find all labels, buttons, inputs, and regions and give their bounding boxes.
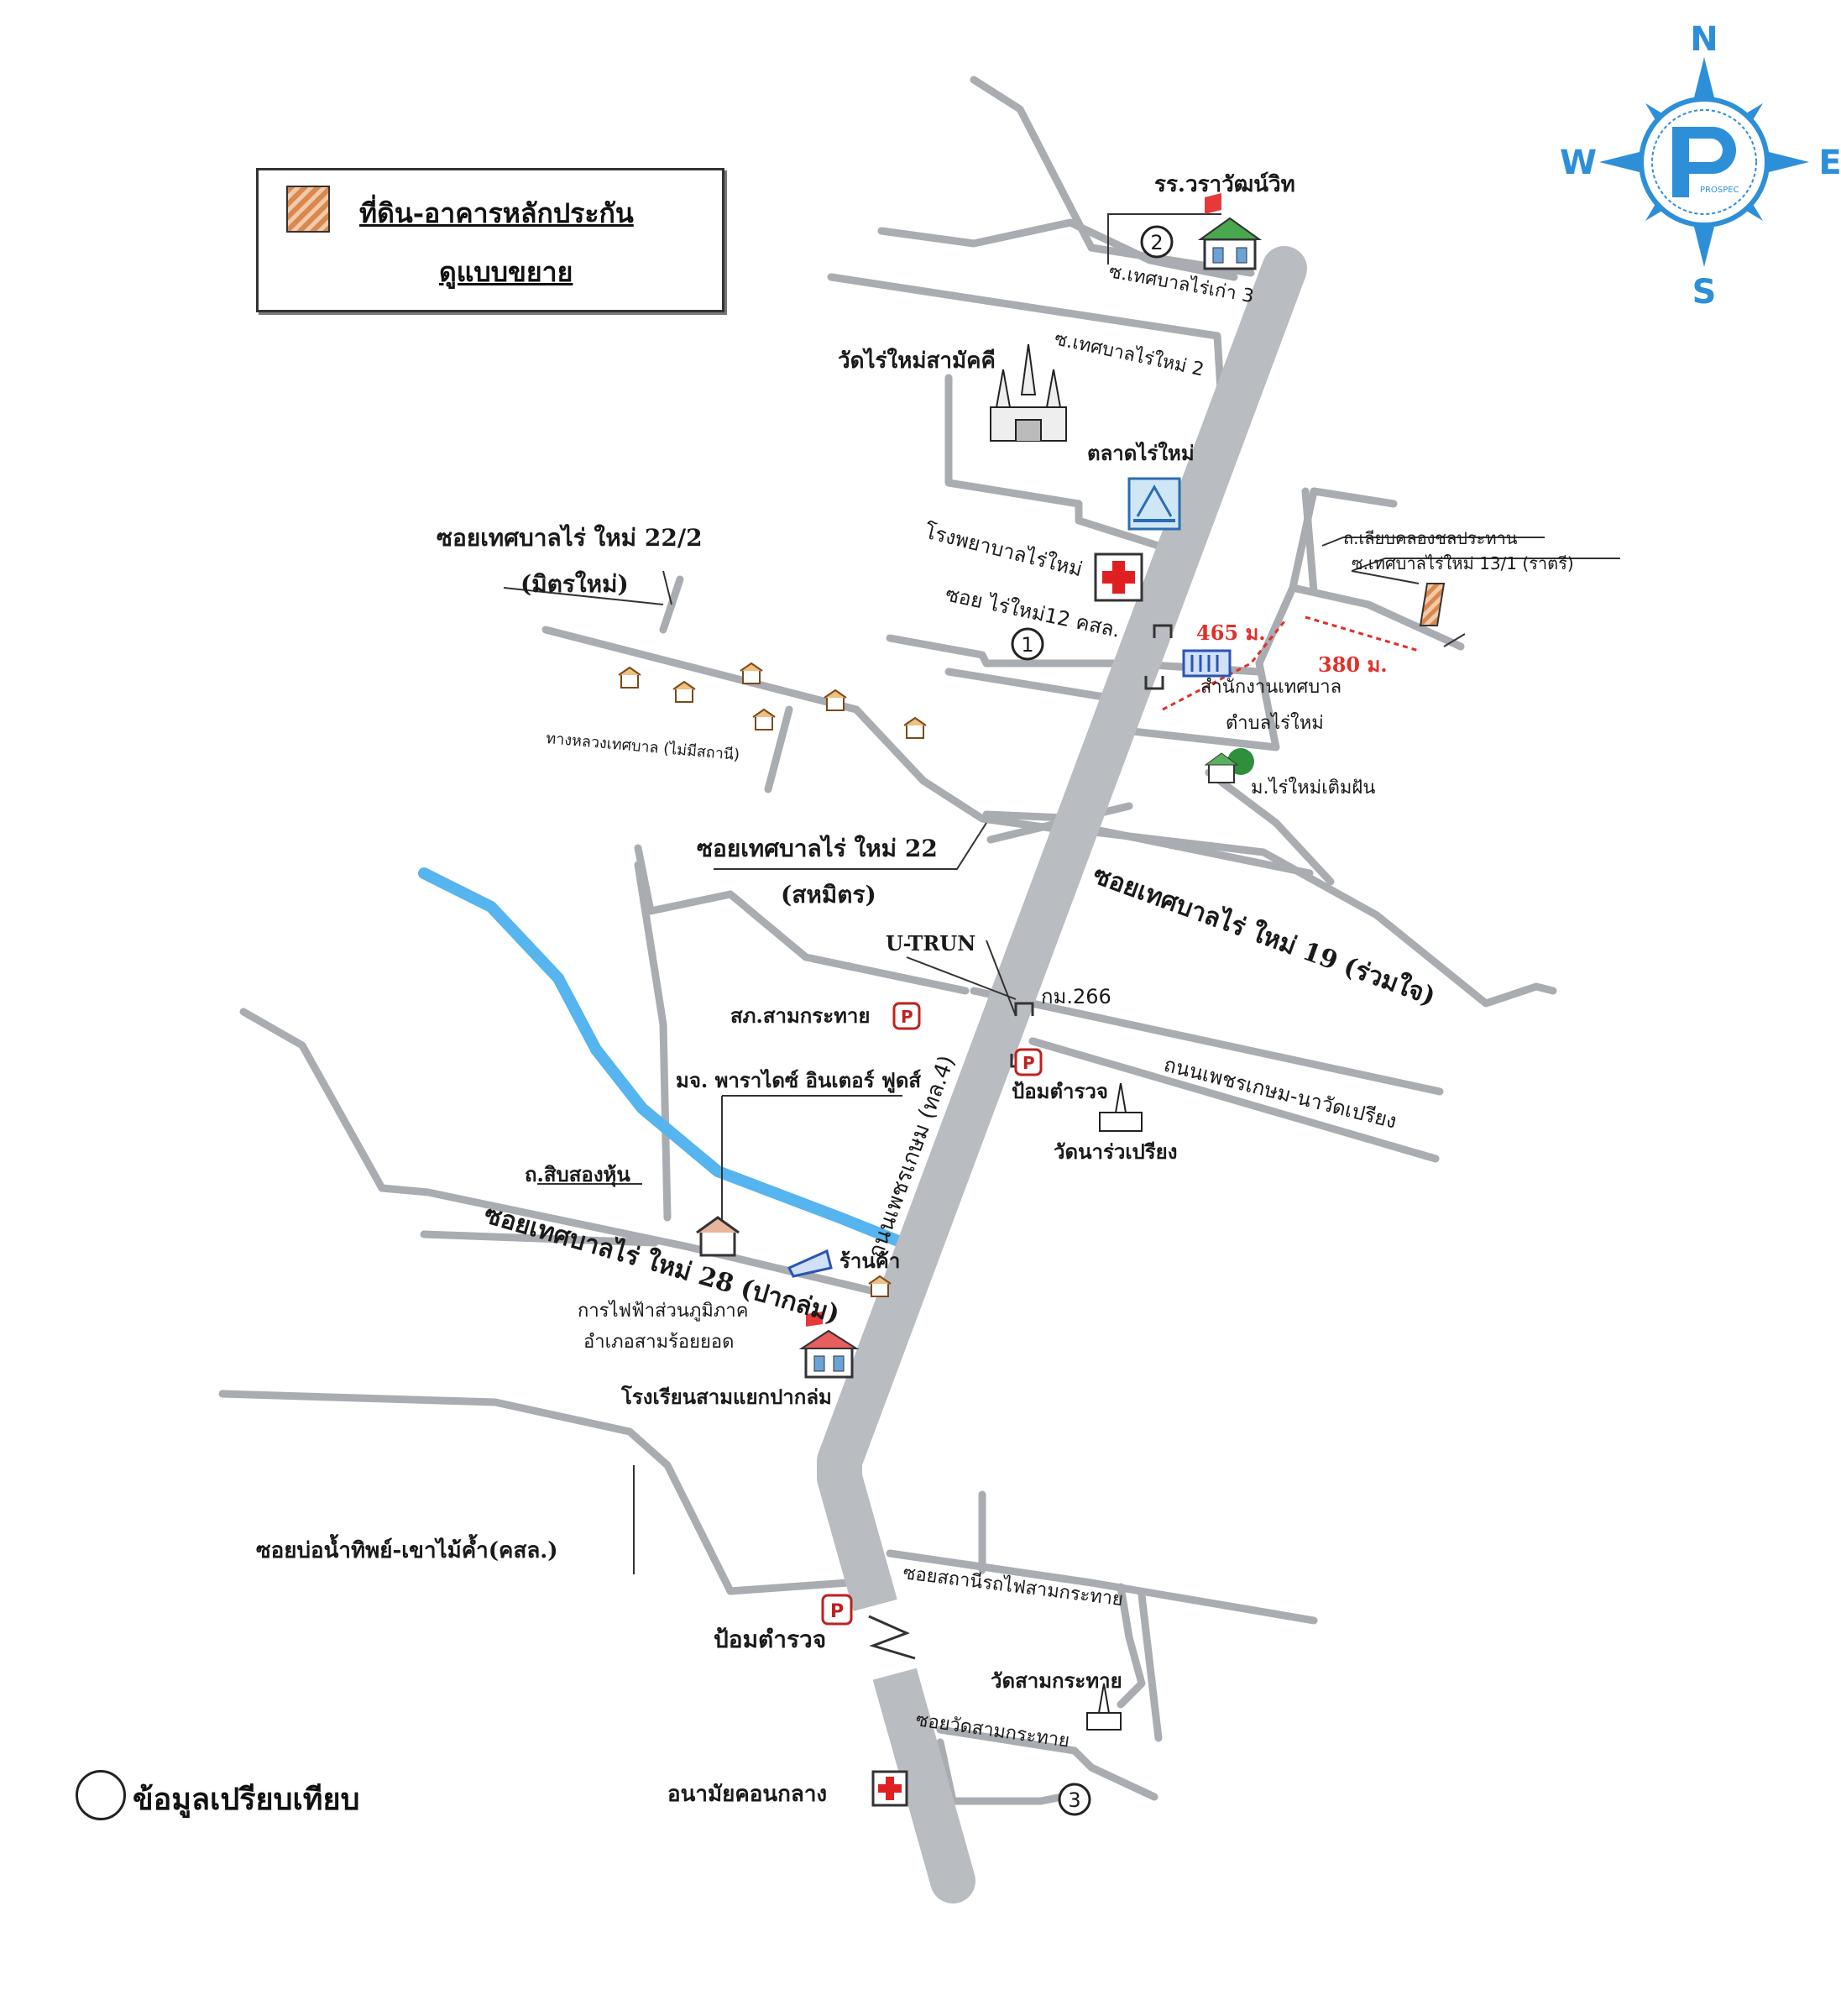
temple-icon bbox=[1086, 1683, 1122, 1731]
temple-icon bbox=[1099, 1082, 1143, 1132]
pea-icon bbox=[787, 1249, 833, 1278]
label-village: ม.ไร่ใหม่เติมฝัน bbox=[1251, 777, 1375, 799]
svg-text:P: P bbox=[901, 1007, 913, 1027]
svg-text:2: 2 bbox=[1150, 231, 1163, 254]
label-sibsong: ถ.สิบสองหุ้น bbox=[525, 1162, 630, 1188]
comparison-marker-3: 3 bbox=[1058, 1783, 1091, 1816]
svg-text:3: 3 bbox=[1068, 1788, 1080, 1812]
temple-icon bbox=[990, 343, 1067, 442]
svg-text:1: 1 bbox=[1021, 633, 1033, 657]
svg-text:P: P bbox=[1022, 1053, 1035, 1073]
label-soi-13-1: ซ.เทศบาลไร่ใหม่ 13/1 (ราตรี) bbox=[1352, 553, 1574, 573]
label-police-box: ป้อมตำรวจ bbox=[1012, 1079, 1108, 1103]
svg-text:S: S bbox=[1692, 273, 1717, 312]
main-road bbox=[817, 246, 1307, 1903]
police-icon: P P P bbox=[821, 1002, 1043, 1626]
label-soi-2: ซ.เทศบาลไร่ใหม่ 2 bbox=[1053, 327, 1206, 380]
label-soi-19: ซอยเทศบาลไร่ ใหม่ 19 (ร่วมใจ) bbox=[1089, 860, 1439, 1012]
label-police-samkratai: สภ.สามกระทาย bbox=[730, 1003, 870, 1028]
label-health-center: อนามัยคอนกลาง bbox=[667, 1782, 827, 1807]
svg-text:N: N bbox=[1690, 20, 1718, 59]
label-school-paklom: โรงเรียนสามแยกปากล่ม bbox=[620, 1385, 832, 1409]
label-dist-380: 380 ม. bbox=[1318, 652, 1388, 677]
house-icons bbox=[618, 662, 927, 1297]
label-temple-rai-mai: วัดไร่ใหม่สามัคคี bbox=[838, 347, 996, 374]
label-pea: การไฟฟ้าส่วนภูมิภาค bbox=[578, 1300, 748, 1322]
school-icon bbox=[798, 1312, 860, 1379]
market-icon bbox=[1127, 477, 1181, 531]
label-mitr-mai: (มิตรใหม่) bbox=[520, 570, 629, 598]
collateral-parcel-icon bbox=[1419, 583, 1446, 626]
label-municipal-office: สำนักงานเทศบาล bbox=[1200, 677, 1342, 698]
hospital-icon bbox=[871, 1770, 908, 1807]
label-uturn: U-TRUN bbox=[886, 931, 975, 956]
label-pea-district: อำเภอสามร้อยยอด bbox=[583, 1332, 734, 1353]
label-hospital: โรงพยาบาลไร่ใหม่ bbox=[923, 520, 1085, 582]
label-soi-bonam: ซอยบ่อน้ำทิพย์-เขาไม้ค้ำ(คสล.) bbox=[256, 1533, 558, 1563]
label-km266: กม.266 bbox=[1041, 985, 1111, 1008]
legend-subtitle: ดูแบบขยาย bbox=[439, 256, 573, 288]
label-tambon: ตำบลไร่ใหม่ bbox=[1226, 712, 1324, 734]
label-municipal-road: ทางหลวงเทศบาล (ไม่มีสถานี) bbox=[546, 729, 740, 764]
hospital-icon bbox=[1094, 552, 1143, 602]
map-labels: รร.วราวัฒน์วิท ซ.เทศบาลไร่เก่า 3 ซ.เทศบา… bbox=[256, 171, 1574, 1807]
label-sahamit: (สหมิตร) bbox=[781, 881, 876, 909]
river bbox=[418, 867, 908, 1249]
label-temple-samkratai: วัดสามกระทาย bbox=[991, 1668, 1122, 1693]
svg-text:E: E bbox=[1818, 144, 1841, 182]
compass-icon: PROSPEC N S W E bbox=[1560, 20, 1841, 312]
label-dist-465: 465 ม. bbox=[1196, 621, 1266, 645]
collateral-legend-swatch bbox=[286, 186, 330, 233]
village-icon bbox=[1204, 748, 1254, 783]
distance-arrows bbox=[1162, 615, 1420, 711]
label-market: ตลาดไร่ใหม่ bbox=[1087, 441, 1195, 465]
legend-title: ที่ดิน-อาคารหลักประกัน bbox=[359, 197, 634, 229]
label-soi-22-2: ซอยเทศบาลไร่ ใหม่ 22/2 bbox=[437, 524, 703, 552]
label-shop: ร้านค้า bbox=[839, 1249, 900, 1273]
label-school-top: รร.วราวัฒน์วิท bbox=[1154, 171, 1295, 197]
comparison-marker-1: 1 bbox=[1011, 627, 1044, 661]
circle-icon bbox=[76, 1770, 126, 1820]
leader-lines bbox=[503, 213, 1620, 1574]
school-icon bbox=[1197, 193, 1263, 270]
railway-icon bbox=[868, 1615, 916, 1660]
svg-text:P: P bbox=[830, 1601, 844, 1622]
comparison-marker-2: 2 bbox=[1140, 225, 1174, 259]
label-police-box-2: ป้อมตำรวจ bbox=[714, 1626, 826, 1653]
office-icon bbox=[1182, 649, 1232, 678]
label-temple-varo: วัดนาร่วเปรียง bbox=[1054, 1139, 1177, 1164]
label-soi-22: ซอยเทศบาลไร่ ใหม่ 22 bbox=[697, 835, 938, 862]
label-canal-road: ถ.เลียบคลองชลประทาน bbox=[1343, 528, 1518, 548]
comparison-legend-text: ข้อมูลเปรียบเทียบ bbox=[133, 1782, 360, 1817]
label-paradise: มจ. พาราไดซ์ อินเตอร์ ฟูดส์ bbox=[676, 1068, 921, 1093]
factory-icon bbox=[696, 1216, 740, 1257]
svg-text:W: W bbox=[1560, 144, 1597, 182]
legend: ที่ดิน-อาคารหลักประกัน ดูแบบขยาย bbox=[256, 168, 724, 312]
svg-text:PROSPEC: PROSPEC bbox=[1700, 186, 1739, 195]
